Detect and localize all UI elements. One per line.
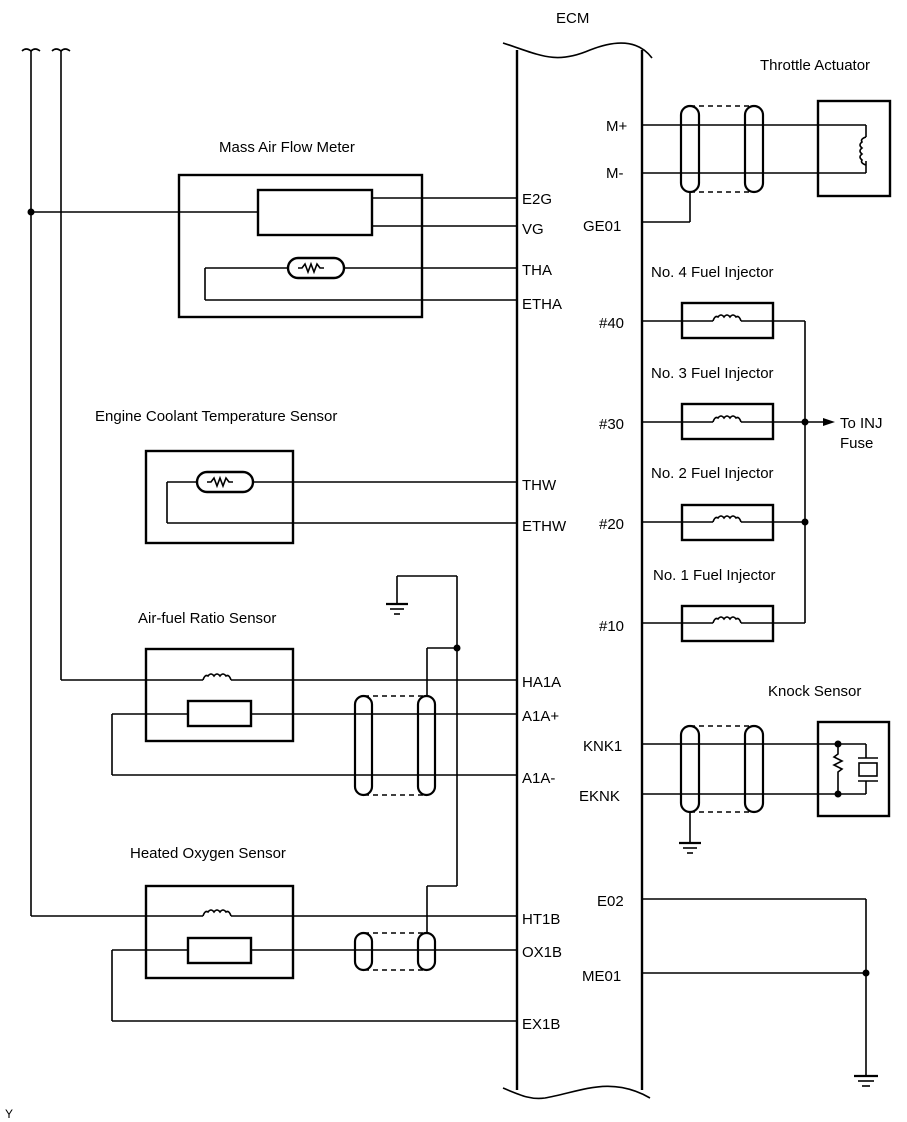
pin-20: #20 <box>599 516 624 533</box>
injector-4 <box>642 301 805 340</box>
pin-eknk: EKNK <box>579 788 620 805</box>
heater-coil-icon <box>202 909 232 917</box>
fuel-injectors: No. 4 Fuel Injector No. 3 Fuel Injector … <box>642 264 883 643</box>
pin-ox1b: OX1B <box>522 944 562 961</box>
injector-coil-icon <box>712 616 742 624</box>
ecm-block: ECM <box>502 10 653 1100</box>
pin-thw: THW <box>522 477 557 494</box>
ho2-label: Heated Oxygen Sensor <box>130 845 286 862</box>
ect-label: Engine Coolant Temperature Sensor <box>95 408 337 425</box>
injector-coil-icon <box>712 515 742 523</box>
pin-ge01: GE01 <box>583 218 621 235</box>
throttle-label: Throttle Actuator <box>760 57 870 74</box>
injector-3 <box>642 402 805 441</box>
pin-e02: E02 <box>597 893 624 910</box>
ecm-left-pins: E2G VG THA ETHA THW ETHW HA1A A1A+ A1A- … <box>522 191 567 1033</box>
supply-lines <box>21 48 71 916</box>
pin-m-plus: M+ <box>606 118 627 135</box>
injector-coil-icon <box>712 314 742 322</box>
inj1-label: No. 1 Fuel Injector <box>653 567 776 584</box>
motor-coil-icon <box>859 136 867 166</box>
inj3-label: No. 3 Fuel Injector <box>651 365 774 382</box>
resistor-icon <box>832 744 844 794</box>
maf-label: Mass Air Flow Meter <box>219 139 355 156</box>
inj2-label: No. 2 Fuel Injector <box>651 465 774 482</box>
ecm-ground <box>642 898 878 1087</box>
pin-ha1a: HA1A <box>522 674 561 691</box>
pin-a1a-plus: A1A+ <box>522 708 559 725</box>
pin-vg: VG <box>522 221 544 238</box>
thermistor-icon <box>298 261 324 275</box>
inj4-label: No. 4 Fuel Injector <box>651 264 774 281</box>
afr-label: Air-fuel Ratio Sensor <box>138 610 276 627</box>
pin-ex1b: EX1B <box>522 1016 560 1033</box>
inj-fuse-line1: To INJ <box>840 415 883 432</box>
pin-etha: ETHA <box>522 296 562 313</box>
injector-1 <box>642 604 805 643</box>
pin-ethw: ETHW <box>522 518 567 535</box>
throttle-actuator: Throttle Actuator <box>642 57 892 223</box>
mass-air-flow-meter: Mass Air Flow Meter <box>31 139 517 319</box>
footer-code: Y <box>5 1107 13 1121</box>
thermistor-icon <box>207 475 233 489</box>
pin-ht1b: HT1B <box>522 911 560 928</box>
arrow-right-icon <box>823 418 835 426</box>
inj-fuse-line2: Fuse <box>840 435 873 452</box>
shield-drain <box>386 575 461 933</box>
pin-30: #30 <box>599 416 624 433</box>
injector-2 <box>642 503 805 542</box>
pin-e2g: E2G <box>522 191 552 208</box>
injector-coil-icon <box>712 415 742 423</box>
heater-coil-icon <box>202 673 232 681</box>
pin-40: #40 <box>599 315 624 332</box>
air-fuel-ratio-sensor: Air-fuel Ratio Sensor <box>61 610 517 797</box>
engine-coolant-temp-sensor: Engine Coolant Temperature Sensor <box>95 408 517 545</box>
heated-oxygen-sensor: Heated Oxygen Sensor <box>31 845 517 1022</box>
pin-10: #10 <box>599 618 624 635</box>
ecm-title: ECM <box>556 10 589 27</box>
knock-label: Knock Sensor <box>768 683 861 700</box>
pin-knk1: KNK1 <box>583 738 622 755</box>
knock-sensor: Knock Sensor <box>642 683 891 854</box>
pin-m-minus: M- <box>606 165 624 182</box>
pin-me01: ME01 <box>582 968 621 985</box>
pin-a1a-minus: A1A- <box>522 770 555 787</box>
pin-tha: THA <box>522 262 552 279</box>
ecm-right-pins: M+ M- GE01 #40 #30 #20 #10 KNK1 EKNK E02… <box>579 118 627 985</box>
